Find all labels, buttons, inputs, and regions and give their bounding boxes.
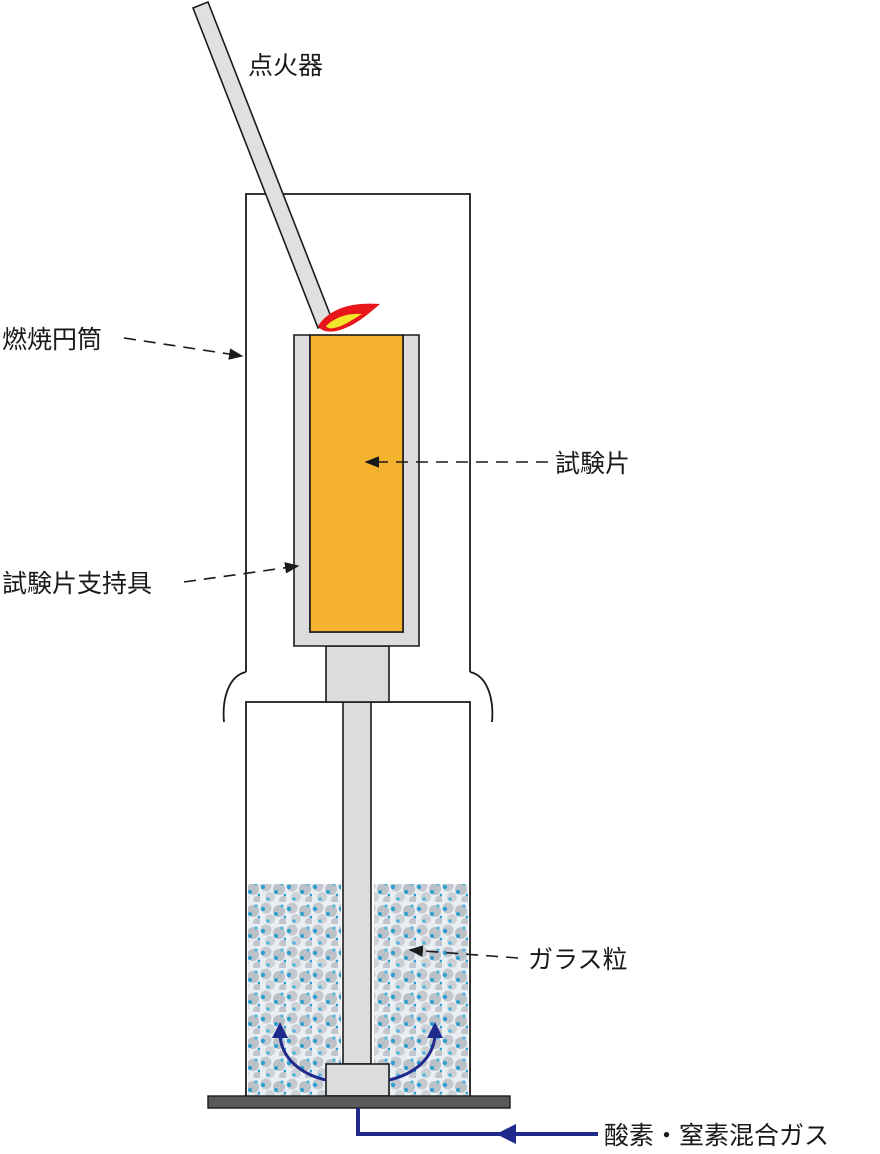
- gas-inlet-block: [325, 1063, 390, 1097]
- label-combustion-cylinder: 燃焼円筒: [2, 325, 102, 354]
- flame-core-icon: [326, 313, 362, 329]
- gas-flow-right-arrowhead-icon: [427, 1022, 443, 1038]
- label-gas-mixture: 酸素・窒素混合ガス: [604, 1121, 829, 1150]
- leader-combustion-cylinder: [123, 337, 244, 360]
- gas-flow-right-arrow-icon: [388, 1035, 437, 1082]
- gas-flow-left-arrow-icon: [278, 1035, 327, 1082]
- leader-specimen-holder: [183, 562, 300, 583]
- gas-flow-left-arrowhead-icon: [272, 1022, 288, 1038]
- label-glass-beads: ガラス粒: [528, 945, 628, 974]
- combustion-cylinder: [245, 193, 471, 672]
- gas-inlet-arrow-icon: [496, 1124, 516, 1144]
- leader-glass-beads: [408, 945, 519, 959]
- holder-stem: [342, 701, 372, 1065]
- holder-connector: [325, 645, 390, 703]
- base-plate: [207, 1095, 511, 1109]
- glass-beads-left: [248, 884, 341, 1096]
- cylinder-flange-left: [222, 671, 247, 723]
- specimen: [309, 334, 404, 633]
- label-igniter: 点火器: [248, 51, 323, 80]
- label-specimen: 試験片: [555, 449, 630, 478]
- label-specimen-holder: 試験片支持具: [2, 569, 152, 598]
- cylinder-flange-right: [469, 671, 494, 723]
- gas-inlet-pipe: [356, 1108, 598, 1136]
- glass-beads-right: [374, 884, 468, 1096]
